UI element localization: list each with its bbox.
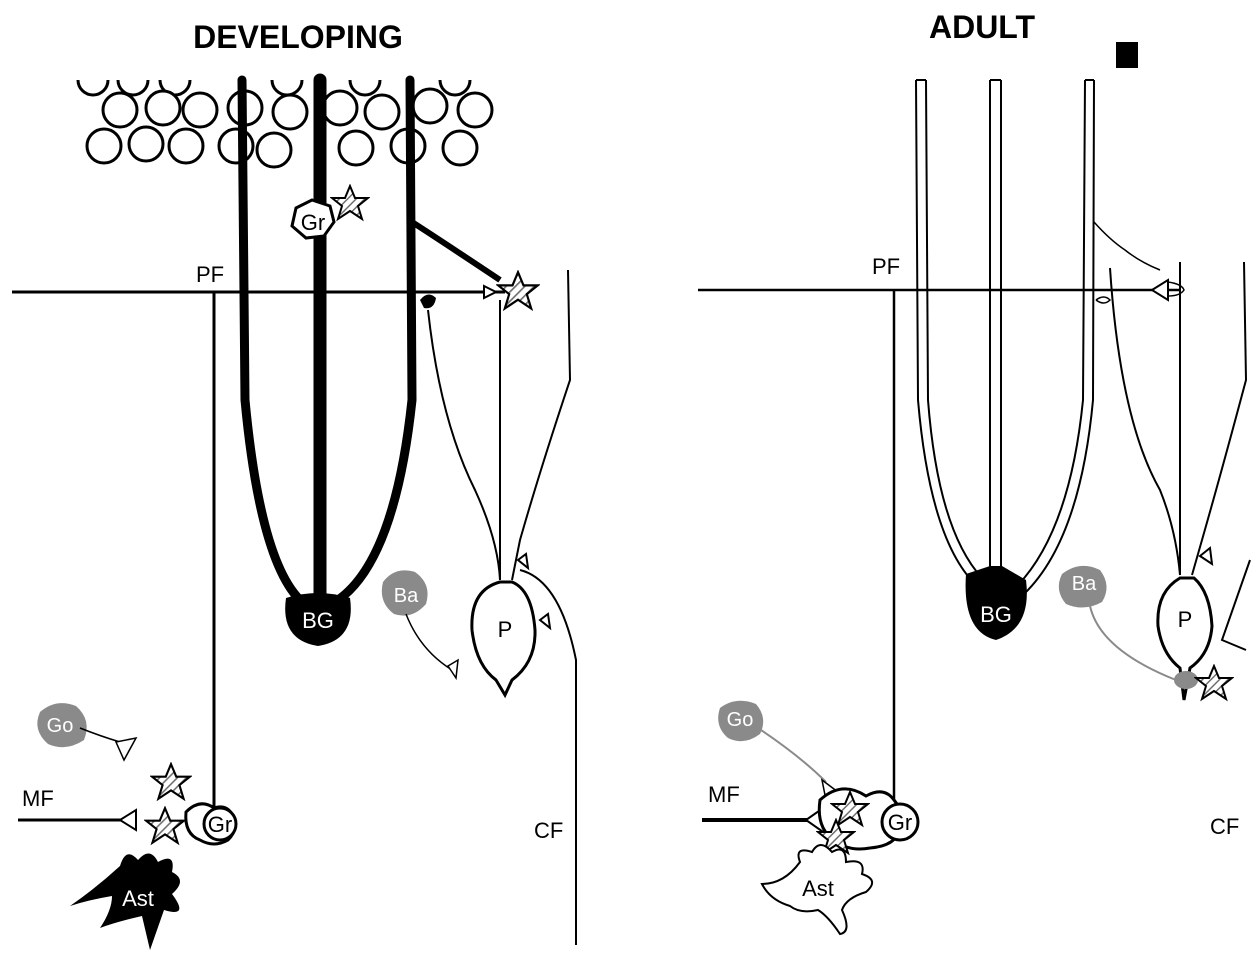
adult-bergmann-glia-fibers: [916, 80, 1094, 594]
adult-bergmann-glia-cell: BG: [966, 566, 1027, 640]
developing-bg-label: BG: [302, 608, 334, 633]
adult-astrocyte: Ast: [762, 845, 872, 934]
developing-gr-bottom-label: Gr: [208, 812, 232, 837]
adult-granule-cell: Gr: [818, 789, 918, 853]
developing-star-mf-top: [152, 764, 190, 799]
developing-granule-cell: Gr: [146, 764, 236, 844]
adult-glia-branch: [1094, 222, 1160, 270]
developing-p-label: P: [498, 617, 513, 642]
bergmann-glia-cell: BG: [285, 593, 351, 646]
adult-gr-label: Gr: [888, 810, 912, 835]
adult-ast-label: Ast: [802, 876, 834, 901]
migrating-granule-cell: Gr: [292, 186, 368, 238]
adult-purkinje-cell: P: [1110, 262, 1246, 700]
developing-pf-label: PF: [196, 262, 224, 287]
adult-mf-label: MF: [708, 782, 740, 807]
developing-parallel-fiber: PF: [12, 262, 538, 808]
developing-gr-top-label: Gr: [301, 210, 325, 235]
adult-ba-label: Ba: [1072, 573, 1097, 595]
developing-golgi-cell: Go: [37, 703, 136, 760]
developing-mossy-fiber: MF: [18, 786, 136, 830]
external-granular-layer: [78, 80, 492, 167]
developing-astrocyte: Ast: [70, 853, 180, 950]
developing-ba-label: Ba: [394, 585, 419, 607]
adult-title: ADULT: [929, 9, 1036, 45]
adult-pf-label: PF: [872, 254, 900, 279]
developing-panel: DEVELOPING BG Gr: [12, 19, 576, 950]
corner-marker: [1116, 42, 1138, 68]
developing-mf-label: MF: [22, 786, 54, 811]
adult-mossy-fiber: MF: [702, 782, 826, 834]
developing-ast-label: Ast: [122, 886, 154, 911]
adult-star-basket: [1196, 666, 1232, 699]
developing-purkinje-cell: P: [428, 270, 570, 695]
developing-star-pf: [498, 272, 538, 308]
developing-go-label: Go: [47, 715, 74, 737]
developing-star-gr: [332, 186, 368, 219]
adult-glia-tip: [1096, 297, 1110, 303]
adult-bg-label: BG: [980, 602, 1012, 627]
developing-cf-label: CF: [534, 818, 563, 843]
adult-cf-label: CF: [1210, 814, 1239, 839]
glia-branch: [412, 222, 500, 280]
adult-p-label: P: [1178, 607, 1193, 632]
adult-parallel-fiber: PF: [698, 254, 1184, 808]
adult-panel: ADULT BG PF: [698, 9, 1250, 934]
developing-star-mf-bottom: [146, 808, 184, 843]
adult-go-label: Go: [727, 709, 754, 731]
developing-title: DEVELOPING: [193, 19, 403, 55]
developing-basket-cell: Ba: [382, 570, 458, 678]
